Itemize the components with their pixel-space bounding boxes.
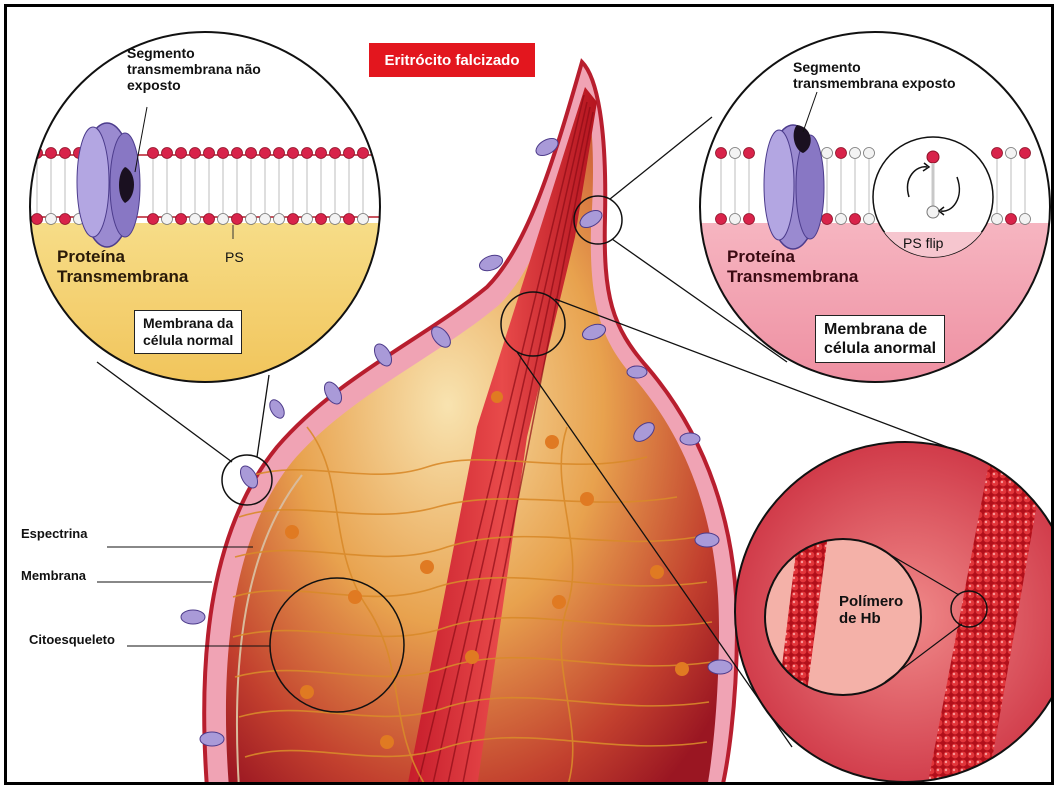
figure-frame: Eritrócito falcizado Segmento transmembr… <box>4 4 1054 785</box>
left-segment-line-3: exposto <box>127 77 261 93</box>
polymer-line-2: de Hb <box>839 610 903 627</box>
membrane-label: Membrana <box>21 569 86 584</box>
abnormal-membrane-line-1: Membrana de <box>824 320 936 339</box>
right-segment-label: Segmento transmembrana exposto <box>793 59 956 91</box>
spectrin-label: Espectrina <box>21 527 87 542</box>
right-segment-line-2: transmembrana exposto <box>793 75 956 91</box>
left-protein-line-2: Transmembrana <box>57 267 188 287</box>
normal-membrane-line-1: Membrana da <box>143 315 233 332</box>
ps-flip-label: PS flip <box>903 235 943 251</box>
right-segment-line-1: Segmento <box>793 59 956 75</box>
normal-membrane-box: Membrana da célula normal <box>134 310 242 354</box>
left-segment-line-1: Segmento <box>127 45 261 61</box>
ps-label: PS <box>225 249 244 265</box>
left-protein-label: Proteína Transmembrana <box>57 247 188 288</box>
transmembrane-protein-right <box>764 125 824 249</box>
sickle-cell-illustration <box>7 7 1054 785</box>
left-protein-line-1: Proteína <box>57 247 188 267</box>
right-protein-label: Proteína Transmembrana <box>727 247 858 288</box>
right-protein-line-2: Transmembrana <box>727 267 858 287</box>
figure-title: Eritrócito falcizado <box>369 43 535 77</box>
polymer-label: Polímero de Hb <box>839 593 903 628</box>
polymer-line-1: Polímero <box>839 593 903 610</box>
left-segment-label: Segmento transmembrana não exposto <box>127 45 261 93</box>
left-segment-line-2: transmembrana não <box>127 61 261 77</box>
cytoskeleton-label: Citoesqueleto <box>29 633 115 648</box>
abnormal-membrane-box: Membrana de célula anormal <box>815 315 945 363</box>
right-protein-line-1: Proteína <box>727 247 858 267</box>
transmembrane-protein-left <box>77 123 140 247</box>
abnormal-membrane-line-2: célula anormal <box>824 339 936 358</box>
normal-membrane-line-2: célula normal <box>143 332 233 349</box>
